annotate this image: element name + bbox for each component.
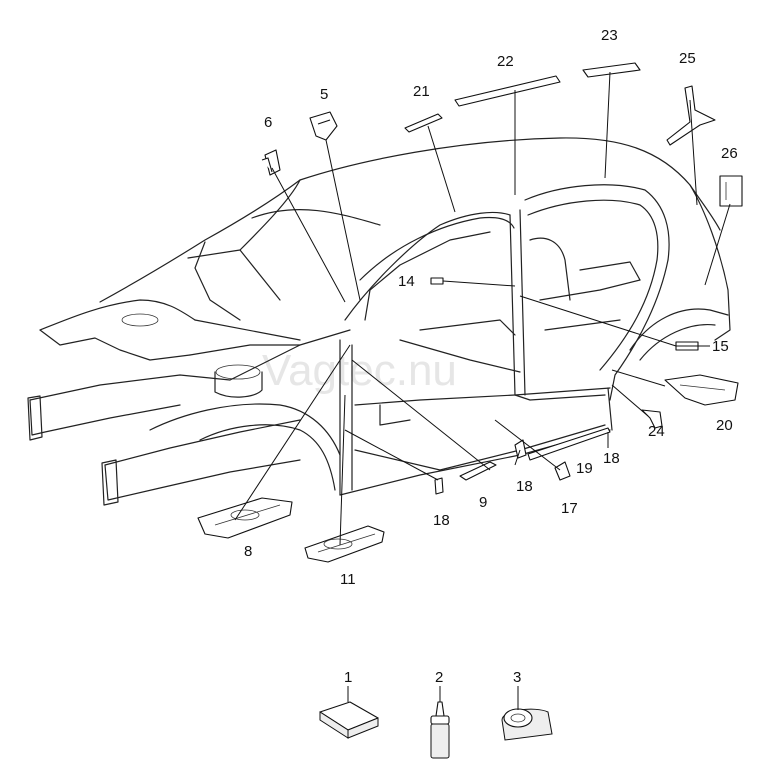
part-9-strip bbox=[459, 461, 497, 481]
part-20-panel bbox=[664, 374, 739, 406]
part-2-bottle bbox=[430, 686, 450, 759]
callout-18c: 18 bbox=[603, 450, 620, 467]
callout-21: 21 bbox=[413, 83, 430, 100]
callout-6: 6 bbox=[264, 114, 272, 131]
part-26-pad bbox=[719, 175, 743, 207]
callout-18a: 18 bbox=[433, 512, 450, 529]
callout-labels: 6 5 21 22 23 25 26 14 15 20 24 18 19 18 … bbox=[244, 27, 738, 686]
part-5-clip bbox=[309, 111, 338, 141]
car-body-shell bbox=[27, 137, 731, 506]
leader-lines bbox=[234, 71, 731, 546]
callout-2: 2 bbox=[435, 669, 443, 686]
part-18c-clip bbox=[514, 439, 527, 459]
callout-20: 20 bbox=[716, 417, 733, 434]
part-14-clip bbox=[430, 277, 444, 285]
callout-5: 5 bbox=[320, 86, 328, 103]
callout-19: 19 bbox=[576, 460, 593, 477]
callout-23: 23 bbox=[601, 27, 618, 44]
part-23-strip bbox=[582, 62, 641, 78]
part-17-clip bbox=[554, 461, 571, 481]
callout-22: 22 bbox=[497, 53, 514, 70]
part-6-clip bbox=[261, 149, 281, 176]
part-8-pad bbox=[197, 497, 293, 539]
callout-25: 25 bbox=[679, 50, 696, 67]
callout-24: 24 bbox=[648, 423, 665, 440]
callout-3: 3 bbox=[513, 669, 521, 686]
part-22-strip bbox=[454, 75, 561, 107]
watermark: Vagtec.nu bbox=[262, 346, 457, 395]
callout-11: 11 bbox=[340, 571, 356, 588]
callout-8: 8 bbox=[244, 543, 252, 560]
callout-1: 1 bbox=[344, 669, 352, 686]
callout-26: 26 bbox=[721, 145, 738, 162]
callout-15: 15 bbox=[712, 338, 729, 355]
part-21-strip bbox=[404, 113, 443, 133]
callout-17: 17 bbox=[561, 500, 578, 517]
callout-9: 9 bbox=[479, 494, 487, 511]
part-11-pad bbox=[304, 525, 385, 563]
callout-14: 14 bbox=[398, 273, 415, 290]
part-19-strip bbox=[527, 427, 611, 461]
part-1-pad bbox=[319, 686, 379, 739]
part-18a-clip bbox=[434, 477, 444, 495]
callout-18b: 18 bbox=[516, 478, 533, 495]
part-3-tape-roll bbox=[501, 686, 553, 741]
